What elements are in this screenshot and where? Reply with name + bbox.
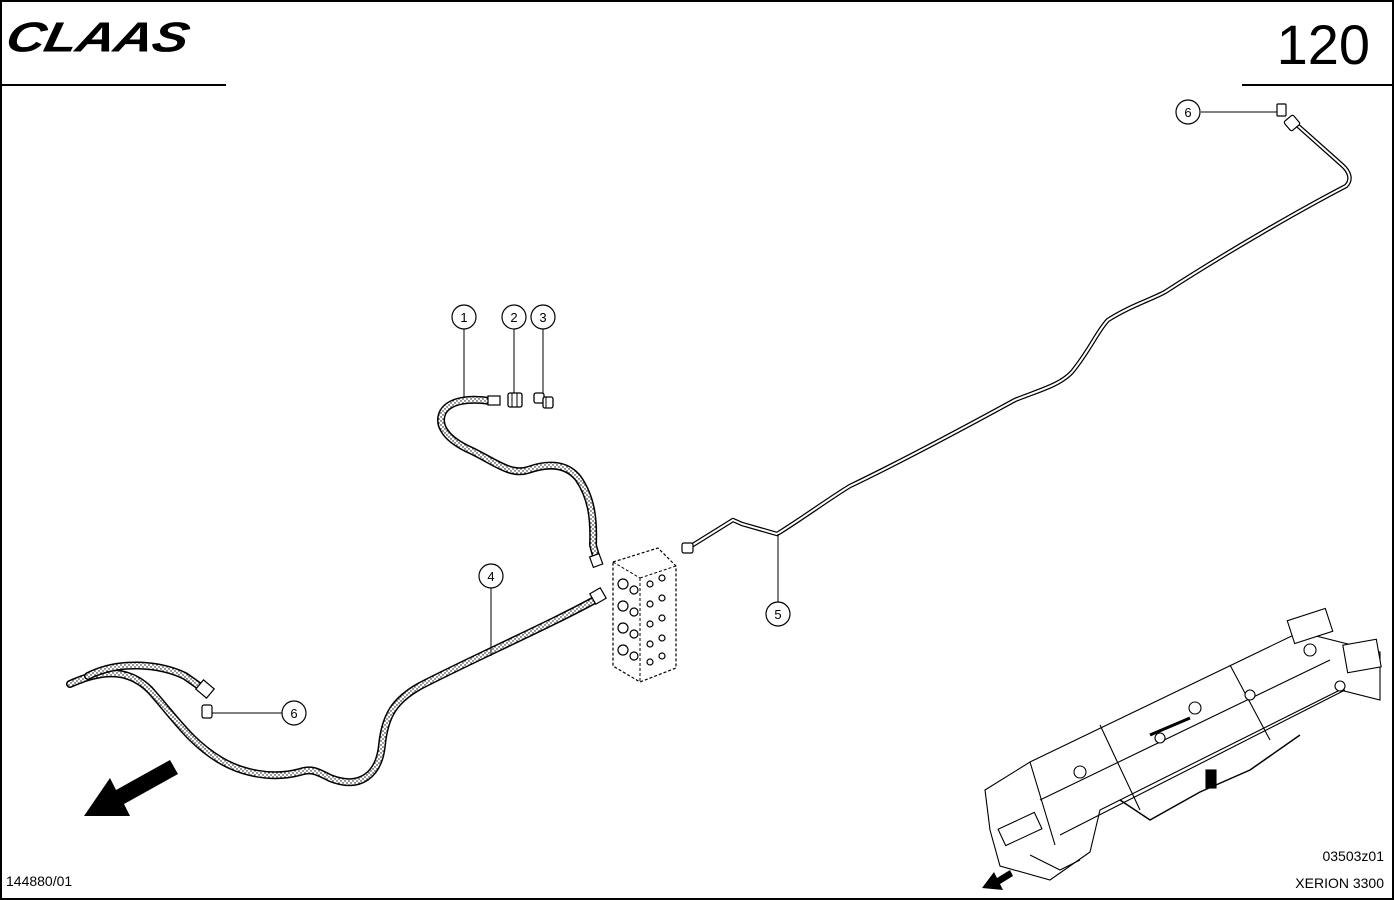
valve-manifold-block — [612, 547, 677, 683]
svg-text:6: 6 — [290, 706, 297, 721]
chassis-locator-inset — [984, 607, 1382, 881]
callout-3: 3 — [530, 304, 556, 330]
callout-1: 1 — [451, 304, 477, 330]
callout-4: 4 — [478, 563, 504, 589]
page-number: 120 — [1276, 13, 1370, 76]
hose-part-4 — [66, 586, 608, 787]
svg-text:2: 2 — [510, 310, 517, 325]
svg-text:4: 4 — [487, 569, 494, 584]
pipe-part-5 — [681, 103, 1352, 554]
inset-direction-arrow-icon — [982, 870, 1013, 890]
callout-6-top: 6 — [1175, 99, 1201, 125]
image-code: 03503z01 — [1322, 848, 1384, 864]
svg-text:3: 3 — [539, 310, 546, 325]
fitting-part-2 — [507, 392, 523, 408]
direction-arrow-icon — [84, 760, 178, 816]
callout-6-bottom: 6 — [281, 700, 307, 726]
callout-5: 5 — [765, 601, 791, 627]
svg-text:5: 5 — [774, 607, 781, 622]
callout-2: 2 — [501, 304, 527, 330]
svg-text:1: 1 — [460, 310, 467, 325]
hose-part-1 — [437, 395, 604, 569]
svg-text:6: 6 — [1184, 105, 1191, 120]
model-name: XERION 3300 — [1295, 875, 1384, 891]
fitting-part-3 — [533, 392, 554, 409]
drawing-reference: 144880/01 — [6, 873, 73, 889]
callout-leaders — [212, 111, 1277, 714]
